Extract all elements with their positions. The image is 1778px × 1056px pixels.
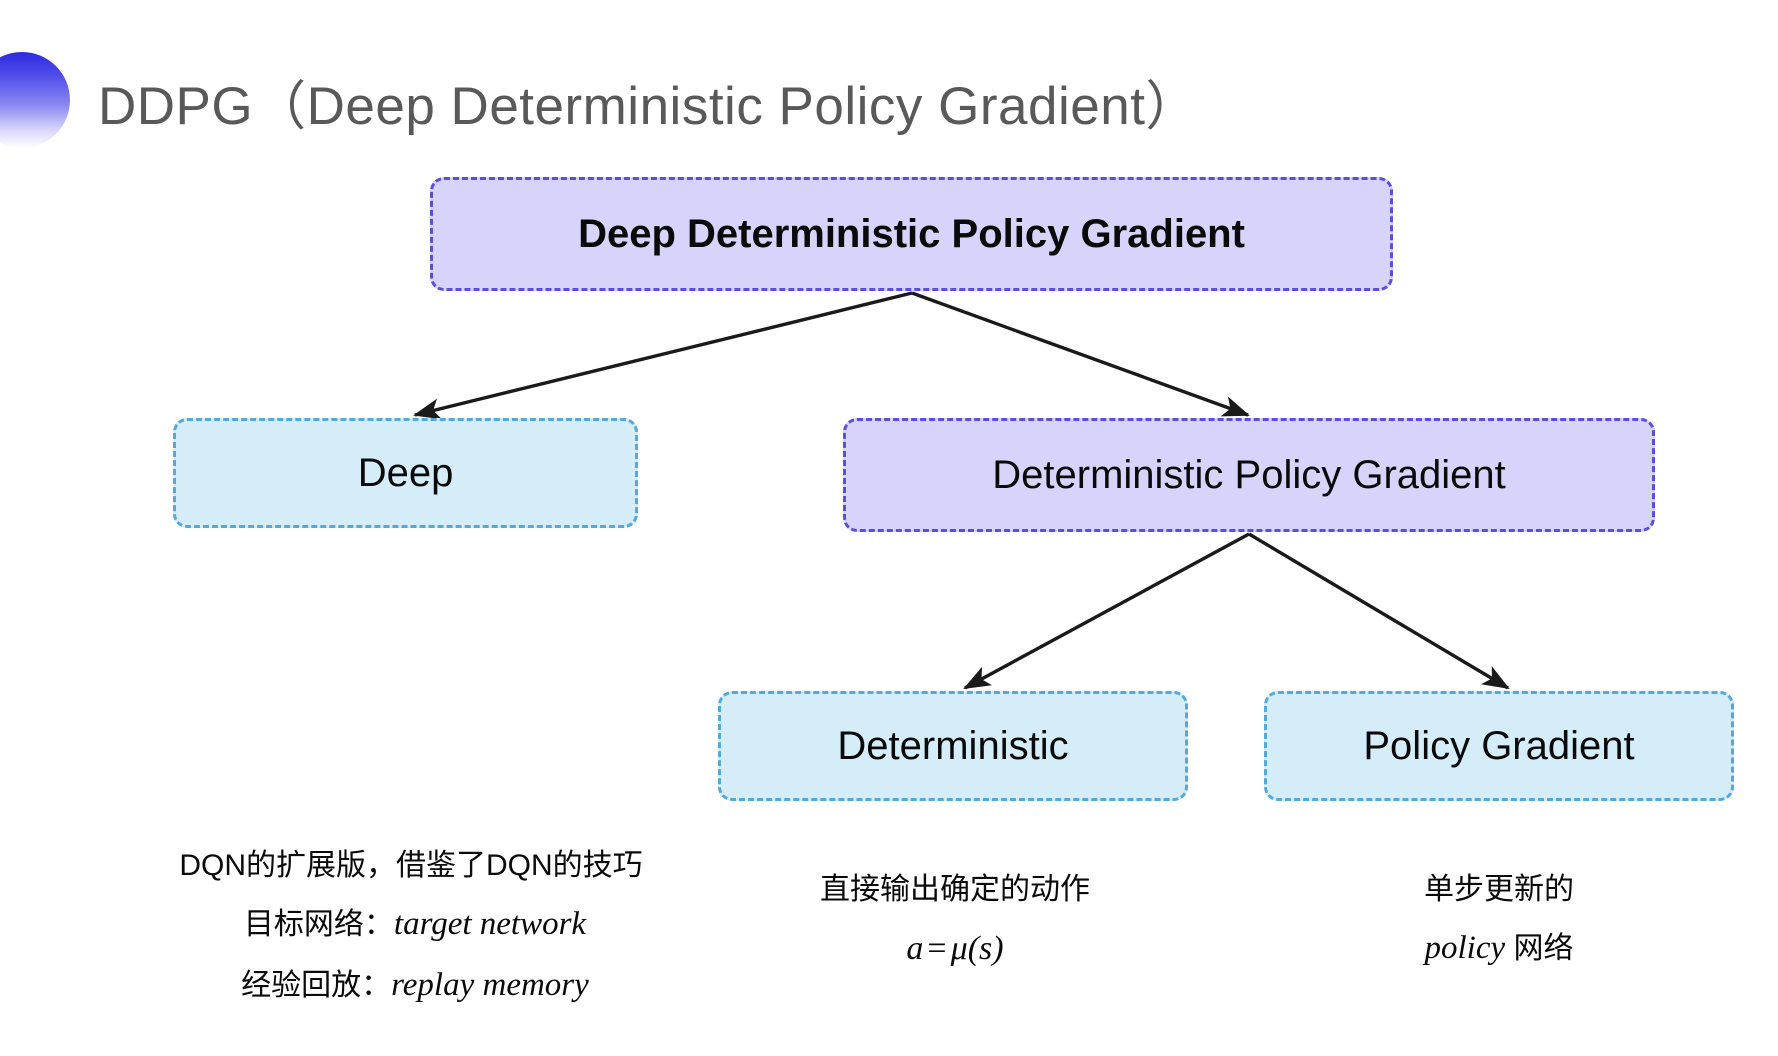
annotation-deep-line1: DQN的扩展版，借鉴了DQN的技巧: [179, 849, 643, 882]
edge-dpg-deterministic: [963, 532, 1250, 690]
annotation-deterministic-formula: a=μ(s): [720, 918, 1190, 981]
annotation-deep-line2-term: target network: [393, 905, 587, 942]
node-deep-deterministic-policy-gradient[interactable]: Deep Deterministic Policy Gradient: [430, 177, 1393, 291]
annotation-policy-gradient-term: policy: [1424, 929, 1506, 966]
annotation-deep-line2: 目标网络：target network: [146, 894, 676, 955]
annotation-deterministic-line1: 直接输出确定的动作: [820, 873, 1090, 906]
annotation-policy-gradient-line1: 单步更新的: [1424, 873, 1574, 906]
node-policy-gradient[interactable]: Policy Gradient: [1264, 691, 1734, 801]
formula-lhs: a: [906, 929, 924, 967]
edge-ddpg-dpg: [911, 291, 1250, 417]
formula-argument: (s): [967, 929, 1004, 967]
annotation-deep-line3-label: 经验回放：: [241, 968, 392, 1002]
annotation-deep-line3-term: replay memory: [391, 966, 589, 1003]
annotation-deep: DQN的扩展版，借鉴了DQN的技巧 目标网络：target network 经验…: [146, 838, 676, 1016]
node-deterministic[interactable]: Deterministic: [718, 691, 1188, 801]
edge-dpg-policy-gradient: [1248, 532, 1510, 690]
annotation-policy-gradient-suffix: 网络: [1505, 931, 1574, 965]
slide-title-bar: DDPG（Deep Deterministic Policy Gradient）: [0, 52, 1778, 162]
formula-operator: =: [927, 929, 947, 967]
annotation-policy-gradient: 单步更新的 policy 网络: [1264, 862, 1734, 979]
formula-function: μ: [950, 929, 968, 967]
node-deterministic-policy-gradient[interactable]: Deterministic Policy Gradient: [843, 418, 1655, 532]
annotation-policy-gradient-line2: policy 网络: [1264, 918, 1734, 979]
edge-ddpg-deep: [413, 291, 913, 420]
circle-gradient-icon: [0, 52, 70, 148]
annotation-deep-line3: 经验回放：replay memory: [146, 955, 676, 1016]
page-title: DDPG（Deep Deterministic Policy Gradient）: [98, 77, 1199, 136]
annotation-deterministic: 直接输出确定的动作 a=μ(s): [720, 862, 1190, 980]
annotation-deep-line2-label: 目标网络：: [243, 907, 394, 941]
node-deep[interactable]: Deep: [173, 418, 638, 528]
